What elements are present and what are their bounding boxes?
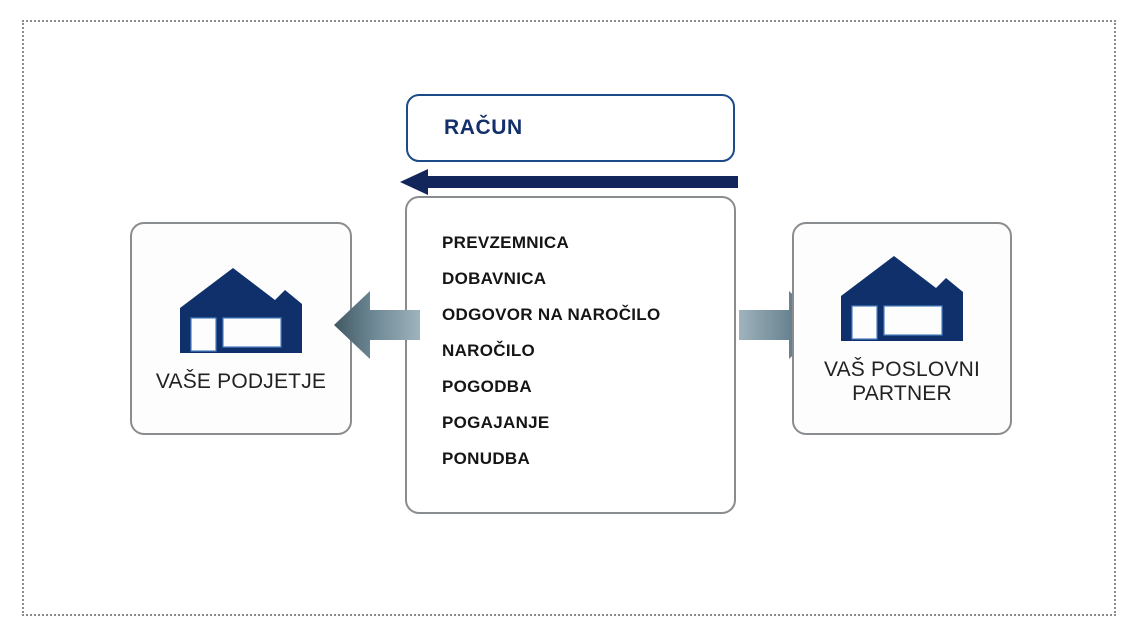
invoice-title-box[interactable]: RAČUN [406, 94, 735, 162]
entity-box-your-company[interactable]: VAŠE PODJETJE [130, 222, 352, 435]
list-item: PREVZEMNICA [442, 233, 570, 252]
invoice-flow-arrow [400, 169, 738, 195]
entity-label-your-company: VAŠE PODJETJE [155, 369, 327, 393]
list-item: DOBAVNICA [442, 269, 547, 288]
list-item: POGAJANJE [442, 413, 550, 432]
outer-dashed-frame [22, 20, 1116, 616]
list-item: PONUDBA [442, 449, 531, 468]
entity-label-business-partner: VAŠ POSLOVNI PARTNER [823, 357, 981, 405]
list-item: ODGOVOR NA NAROČILO [442, 305, 661, 324]
exchange-arrow-left [334, 291, 420, 359]
list-item: POGODBA [442, 377, 532, 396]
list-item: NAROČILO [442, 341, 536, 360]
factory-building-icon [841, 255, 963, 341]
factory-building-icon [180, 267, 302, 353]
entity-box-business-partner[interactable]: VAŠ POSLOVNI PARTNER [792, 222, 1012, 435]
documents-list-box[interactable]: PREVZEMNICA DOBAVNICA ODGOVOR NA NAROČIL… [405, 196, 736, 514]
invoice-title-label: RAČUN [444, 116, 523, 139]
